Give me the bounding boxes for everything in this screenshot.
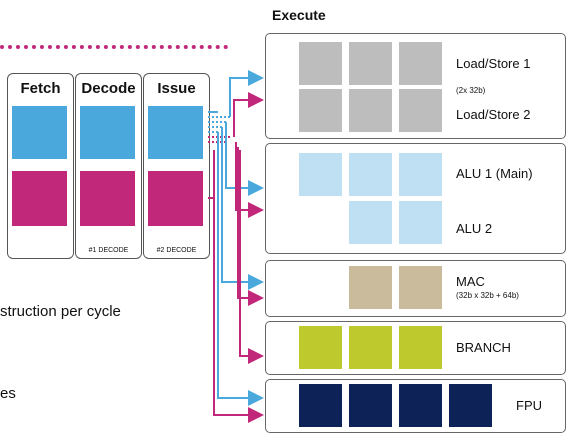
load-store-cell xyxy=(299,89,342,132)
decode-magenta-block xyxy=(80,171,135,226)
load-store-panel: Load/Store 1 (2x 32b) Load/Store 2 xyxy=(265,33,566,139)
fpu-label: FPU xyxy=(516,398,542,413)
alu-panel: ALU 1 (Main) ALU 2 xyxy=(265,143,566,254)
fpu-cell xyxy=(449,384,492,427)
magenta-wires xyxy=(213,92,264,423)
fetch-label: Fetch xyxy=(20,80,61,97)
issue-blue-block xyxy=(148,106,203,159)
load-store-cell xyxy=(399,42,442,85)
load-store-cell xyxy=(349,42,392,85)
branch-panel: BRANCH xyxy=(265,321,566,375)
alu-cell xyxy=(299,153,342,196)
fpu-cell xyxy=(349,384,392,427)
branch-label: BRANCH xyxy=(456,340,511,355)
side-text-1: struction per cycle xyxy=(0,303,121,320)
branch-cell xyxy=(299,326,342,369)
fetch-blue-block xyxy=(12,106,67,159)
decode-stage: Decode #1 DECODE xyxy=(75,73,142,259)
mac-label: MAC xyxy=(456,274,485,289)
branch-cell xyxy=(349,326,392,369)
fetch-stage: Fetch xyxy=(7,73,74,259)
fpu-panel: FPU xyxy=(265,379,566,433)
load-store-cell xyxy=(349,89,392,132)
fetch-magenta-block xyxy=(12,171,67,226)
branch-cell xyxy=(399,326,442,369)
alu-1-label: ALU 1 (Main) xyxy=(456,166,533,181)
load-store-width-label: (2x 32b) xyxy=(456,86,486,95)
load-store-cell xyxy=(399,89,442,132)
side-text-2: es xyxy=(0,385,16,402)
mac-cell xyxy=(399,266,442,309)
alu-cell xyxy=(399,153,442,196)
execute-title: Execute xyxy=(272,7,326,23)
load-store-1-label: Load/Store 1 xyxy=(456,56,531,71)
issue-magenta-block xyxy=(148,171,203,226)
fpu-cell xyxy=(399,384,442,427)
mac-panel: MAC (32b x 32b + 64b) xyxy=(265,260,566,317)
load-store-cell xyxy=(299,42,342,85)
decode-blue-block xyxy=(80,106,135,159)
issue-label: Issue xyxy=(157,80,196,97)
alu-cell xyxy=(349,201,392,244)
dotted-separator xyxy=(0,45,228,49)
load-store-2-label: Load/Store 2 xyxy=(456,107,531,122)
decode-sublabel: #1 DECODE xyxy=(88,247,129,254)
alu-cell xyxy=(349,153,392,196)
issue-sublabel: #2 DECODE xyxy=(156,247,197,254)
blue-wires xyxy=(217,70,264,406)
alu-cell xyxy=(399,201,442,244)
alu-2-label: ALU 2 xyxy=(456,221,493,236)
fpu-cell xyxy=(299,384,342,427)
decode-label: Decode xyxy=(81,80,136,97)
issue-stage: Issue #2 DECODE xyxy=(143,73,210,259)
mac-sublabel: (32b x 32b + 64b) xyxy=(456,291,519,300)
dotted-blue-wires xyxy=(208,116,230,133)
mac-cell xyxy=(349,266,392,309)
